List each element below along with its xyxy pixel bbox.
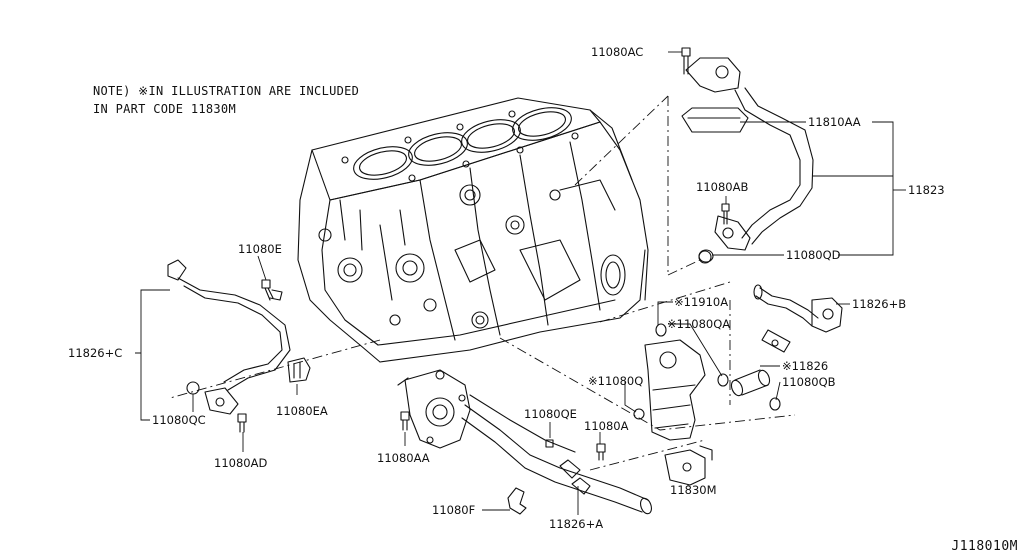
o-ring-11080QD [698, 250, 712, 264]
label-11826: ※11826 [782, 359, 828, 373]
label-11080E: 11080E [238, 242, 282, 256]
plug-11080QE [545, 439, 554, 448]
label-11823: 11823 [908, 183, 945, 197]
label-11826C: 11826+C [68, 346, 122, 360]
label-11826A: 11826+A [549, 517, 603, 531]
label-11080AA: 11080AA [377, 451, 430, 465]
bolt-11080AB [721, 203, 730, 225]
label-11910A: ※11910A [674, 295, 728, 309]
hose-11826C [167, 259, 291, 415]
label-11810AA: 11810AA [808, 115, 861, 129]
label-11080QA: ※11080QA [667, 317, 730, 331]
label-11830M: 11830M [670, 483, 717, 497]
o-ring-11080QA [717, 373, 729, 387]
note-line-1: NOTE) ※IN ILLUSTRATION ARE INCLUDED [93, 84, 360, 98]
note-line-2: IN PART CODE 11830M [93, 102, 236, 116]
diagram-reference-code: J118010M [951, 539, 1018, 554]
leader-lines [135, 51, 906, 515]
water-pipe-11826A [461, 394, 652, 515]
label-11080QB: 11080QB [782, 375, 836, 389]
water-outlet-hose-assembly [681, 57, 814, 263]
diagram-note: NOTE) ※IN ILLUSTRATION ARE INCLUDED IN P… [93, 82, 359, 118]
bolt-11080AD [237, 413, 247, 433]
part-labels: 11080AC 11810AA 11823 11080AB 11080QD 11… [68, 45, 945, 531]
o-ring-11080QB [769, 397, 781, 411]
label-11080A: 11080A [584, 419, 629, 433]
o-ring-11080QC [186, 381, 200, 395]
o-ring-11080Q [633, 408, 645, 420]
label-11080QD: 11080QD [786, 248, 841, 262]
oil-cooler-11830M [644, 339, 713, 486]
label-11826B: 11826+B [852, 297, 906, 311]
clip-11080EA [287, 357, 311, 383]
label-11080QC: 11080QC [152, 413, 206, 427]
label-11080AB: 11080AB [696, 180, 748, 194]
bolt-11080A [596, 443, 606, 461]
label-11080AD: 11080AD [214, 456, 267, 470]
label-11080EA: 11080EA [276, 404, 328, 418]
water-pump [397, 369, 471, 449]
bolt-11080E [261, 279, 283, 301]
water-connector [761, 329, 791, 353]
label-11080AC: 11080AC [591, 45, 643, 59]
hose-11826 [730, 369, 771, 397]
phantom-lines [169, 95, 796, 471]
bracket-11080F [507, 487, 527, 515]
o-ring-11910A [655, 323, 667, 337]
hose-11826B [753, 284, 843, 333]
bolt-11080AA [400, 411, 410, 431]
cylinder-block-illustration [297, 97, 649, 363]
label-11080F: 11080F [432, 503, 475, 517]
label-11080QE: 11080QE [524, 407, 577, 421]
label-11080Q: ※11080Q [588, 374, 643, 388]
